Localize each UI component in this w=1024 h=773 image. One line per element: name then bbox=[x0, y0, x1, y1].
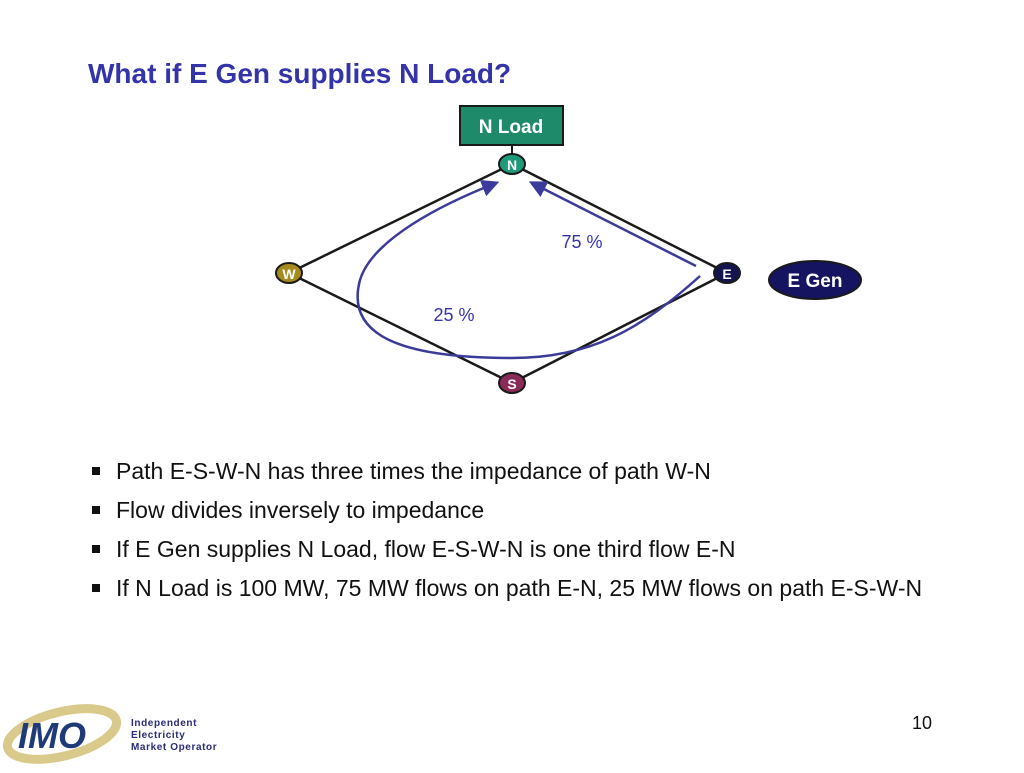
logo-line-1: Independent bbox=[131, 718, 198, 729]
imo-logo-mark: IMO bbox=[2, 704, 122, 764]
node-w bbox=[275, 262, 303, 284]
page-number: 10 bbox=[912, 713, 933, 733]
node-n bbox=[498, 153, 526, 175]
node-s bbox=[498, 372, 526, 394]
square-bullet-icon bbox=[92, 467, 100, 475]
flow-en-percent: 75 % bbox=[561, 232, 602, 252]
logo-line-2: Electricity bbox=[131, 730, 186, 741]
flow-arrow-e-s-w-n bbox=[356, 179, 701, 360]
n-load-label: N Load bbox=[479, 117, 543, 138]
logo-line-3: Market Operator bbox=[131, 742, 218, 753]
n-load-box bbox=[459, 105, 564, 146]
square-bullet-icon bbox=[92, 545, 100, 553]
bullet-text: If E Gen supplies N Load, flow E-S-W-N i… bbox=[116, 536, 736, 562]
node-e bbox=[713, 262, 741, 284]
e-gen-ellipse bbox=[768, 260, 862, 300]
line-e-s bbox=[511, 271, 728, 385]
square-bullet-icon bbox=[92, 584, 100, 592]
line-n-w bbox=[288, 162, 513, 275]
flow-eswn-percent: 25 % bbox=[433, 305, 474, 325]
line-n-e bbox=[511, 162, 728, 275]
bullet-text: If N Load is 100 MW, 75 MW flows on path… bbox=[116, 575, 923, 601]
node-w-label: W bbox=[282, 266, 296, 282]
bullet-item: If E Gen supplies N Load, flow E-S-W-N i… bbox=[90, 534, 950, 564]
imo-logo: IMO Independent Electricity Market Opera… bbox=[0, 694, 240, 768]
imo-logo-text: IMO bbox=[18, 715, 86, 756]
node-s-label: S bbox=[507, 376, 516, 392]
node-n-label: N bbox=[507, 157, 517, 173]
e-gen-label: E Gen bbox=[788, 271, 843, 292]
node-e-label: E bbox=[722, 266, 731, 282]
bullet-list: Path E-S-W-N has three times the impedan… bbox=[90, 456, 950, 612]
slide-title: What if E Gen supplies N Load? bbox=[88, 58, 512, 89]
bullet-text: Path E-S-W-N has three times the impedan… bbox=[116, 458, 711, 484]
bullet-item: If N Load is 100 MW, 75 MW flows on path… bbox=[90, 573, 950, 603]
square-bullet-icon bbox=[92, 506, 100, 514]
bullet-item: Flow divides inversely to impedance bbox=[90, 495, 950, 525]
bullet-item: Path E-S-W-N has three times the impedan… bbox=[90, 456, 950, 486]
flow-arrow-e-n bbox=[528, 181, 697, 268]
bullet-text: Flow divides inversely to impedance bbox=[116, 497, 485, 523]
line-w-s bbox=[288, 271, 513, 385]
